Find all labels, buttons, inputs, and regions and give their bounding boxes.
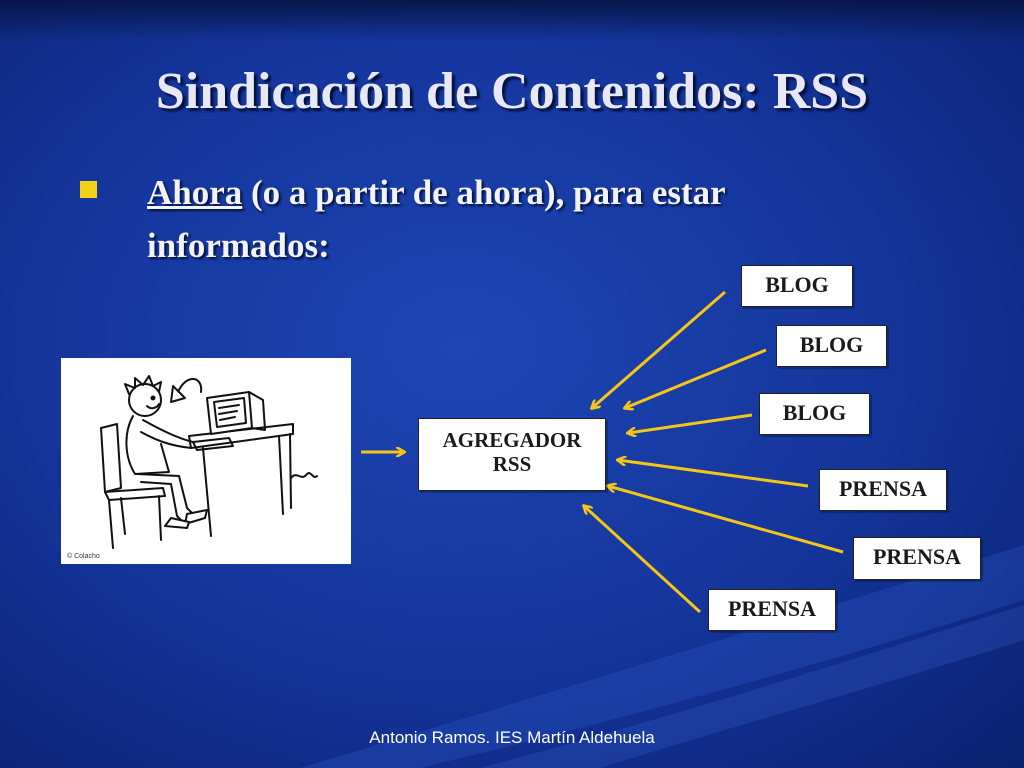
source-box-blog-2: BLOG bbox=[776, 325, 887, 367]
aggregator-box: AGREGADOR RSS bbox=[418, 418, 606, 491]
bullet-underlined-word: Ahora bbox=[147, 173, 243, 212]
bullet-text: Ahora (o a partir de ahora), para estar i… bbox=[147, 166, 907, 272]
bullet-line-2: informados: bbox=[147, 226, 330, 265]
slide-title: Sindicación de Contenidos: RSS bbox=[155, 63, 869, 120]
aggregator-label-line-1: AGREGADOR bbox=[442, 428, 582, 452]
cartoon-person-at-computer: © Colacho bbox=[61, 358, 351, 564]
arrow-blog-1 bbox=[592, 290, 726, 408]
arrow-prensa-2 bbox=[608, 486, 844, 554]
arrow-prensa-1 bbox=[618, 460, 809, 488]
bullet-rest: (o a partir de ahora), para estar bbox=[242, 173, 726, 212]
bullet-square-icon bbox=[80, 181, 97, 198]
cartoon-caption: © Colacho bbox=[67, 552, 100, 560]
cartoon-drawing: © Colacho bbox=[67, 375, 318, 560]
source-box-blog-3: BLOG bbox=[759, 393, 870, 435]
footer-credit: Antonio Ramos. IES Martín Aldehuela bbox=[369, 728, 655, 747]
aggregator-label-line-2: RSS bbox=[492, 452, 532, 476]
arrow-blog-3 bbox=[628, 413, 753, 433]
source-box-prensa-2: PRENSA bbox=[853, 537, 981, 580]
arrow-prensa-3 bbox=[584, 506, 702, 614]
source-box-prensa-3: PRENSA bbox=[708, 589, 836, 631]
source-box-prensa-1: PRENSA bbox=[819, 469, 947, 511]
arrow-blog-2 bbox=[625, 348, 767, 408]
source-box-blog-1: BLOG bbox=[741, 265, 853, 307]
